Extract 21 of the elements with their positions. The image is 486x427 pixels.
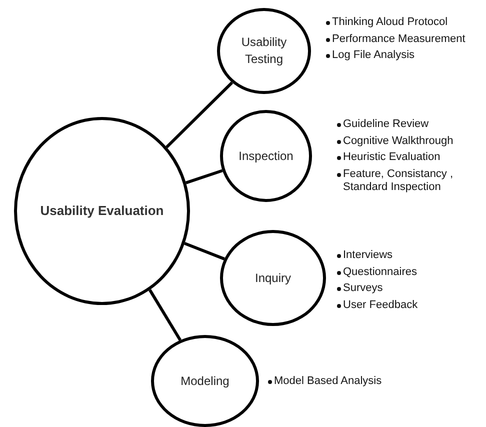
- method-item: Feature, Consistancy , Standard Inspection: [343, 168, 454, 194]
- method-item: Questionnaires: [343, 266, 417, 278]
- method-item: Surveys: [343, 282, 383, 295]
- topic-label: Usability Testing: [240, 34, 288, 68]
- connector-line: [148, 289, 182, 341]
- topic-label: Modeling: [180, 372, 230, 390]
- method-item: Log File Analysis: [332, 49, 415, 62]
- method-item: Heuristic Evaluation: [343, 151, 440, 164]
- method-item: Interviews: [343, 249, 393, 262]
- method-item: Thinking Aloud Protocol: [332, 16, 448, 29]
- connector-line: [166, 81, 234, 148]
- topic-label: Usability Evaluation: [39, 202, 165, 220]
- topic-label: Inspection: [238, 148, 294, 164]
- connector-line: [184, 242, 225, 260]
- method-item: User Feedback: [343, 298, 418, 312]
- method-item: Cognitive Walkthrough: [343, 134, 454, 148]
- method-item: Model Based Analysis: [274, 375, 382, 388]
- topic-label: Inquiry: [254, 270, 292, 286]
- method-item: Guideline Review: [343, 118, 429, 131]
- connector-line: [185, 169, 223, 184]
- method-item: Performance Measurement: [332, 32, 466, 46]
